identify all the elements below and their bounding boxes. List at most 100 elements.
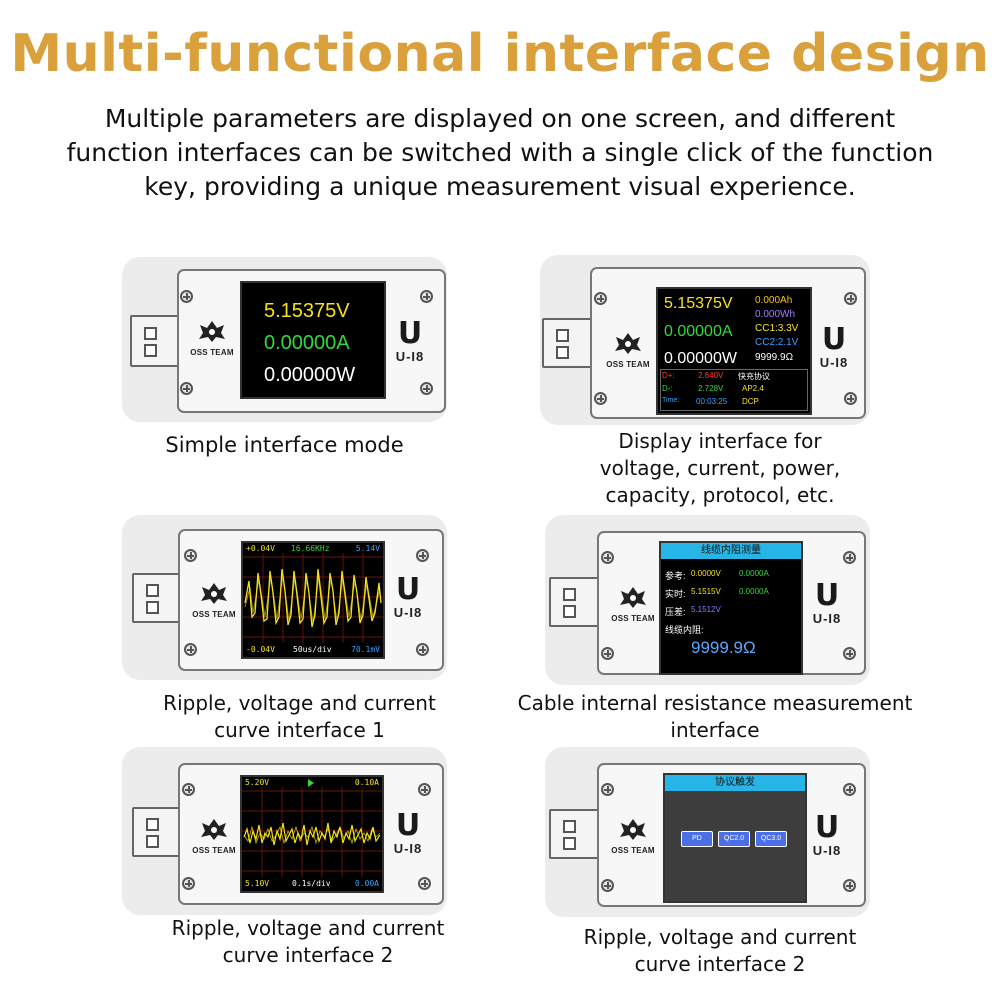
ripple-peak: 70.1mV [351,645,380,654]
screw-icon [184,643,197,656]
ripple-voltage: 5.14V [355,544,380,553]
protocol-2: DCP [742,397,759,406]
oss-team-logo: OSS TEAM [186,581,242,619]
oss-team-logo: OSS TEAM [605,817,661,855]
screw-icon [843,783,856,796]
device-simple: OSS TEAM 5.15375V 0.00000A 0.00000W U U-… [122,257,447,422]
voltage-reading: 5.15375V [664,295,733,312]
energy-reading: 0.000Wh [755,309,796,320]
logo-text: OSS TEAM [190,348,234,357]
usb-connector [130,315,184,367]
trace-top-right: 0.10A [354,778,379,787]
model-label: U-I8 [395,349,425,364]
real-voltage: 5.1515V [691,587,721,596]
page-title: Multi-functional interface design [10,24,990,84]
screw-icon [594,392,607,405]
usb-connector [549,577,603,627]
usb-connector [132,807,184,857]
dminus-value: 2.728V [698,384,724,393]
power-reading: 0.00000W [664,350,737,367]
caption-cable: Cable internal resistance measurement in… [517,691,913,742]
ripple-top-left: +0.04V [246,544,275,553]
power-reading: 0.00000W [264,364,356,386]
model-label: U-I8 [812,843,842,858]
brand-badge: U U-I8 [390,316,430,365]
screw-icon [182,877,195,890]
oss-team-logo-icon [620,819,646,840]
device-trigger: OSS TEAM 协议触发 PD QC2.0 QC3.0 U U-I8 [545,747,870,917]
logo-text: OSS TEAM [606,360,650,369]
logo-text: OSS TEAM [192,846,236,855]
real-label: 实时: [665,589,686,599]
dplus-value: 2.640V [698,371,724,380]
oss-team-logo: OSS TEAM [600,331,656,369]
page-subtitle: Multiple parameters are displayed on one… [66,104,934,201]
model-label: U-I8 [819,355,849,370]
device-ripple2: OSS TEAM 5.20V 0.10A 5.10V 0.1s/div 0.00… [122,747,447,915]
oss-team-logo-icon [615,333,641,354]
screw-icon [844,292,857,305]
qc3-button[interactable]: QC3.0 [755,831,787,847]
trace-bottom-right: 0.00A [354,879,379,888]
brand-badge: U U-I8 [807,578,847,627]
ripple-bottom-left: -0.04V [246,645,275,654]
cable-header: 线缆内阻测量 [661,543,801,559]
caption-simple: Simple interface mode [165,433,404,457]
qc2-button[interactable]: QC2.0 [718,831,750,847]
cable-res-label: 线缆内阻: [665,625,704,635]
screw-icon [843,551,856,564]
screw-icon [180,382,193,395]
u-logo-icon: U [395,572,421,607]
caption-trigger: Ripple, voltage and current curve interf… [583,925,857,976]
brand-badge: U U-I8 [388,572,428,621]
protocol-1: AP2.4 [742,384,764,393]
logo-text: OSS TEAM [611,614,655,623]
dminus-label: D-: [662,384,673,393]
screw-icon [844,392,857,405]
screw-icon [184,549,197,562]
caption-display: Display interface for voltage, current, … [599,429,841,507]
oss-team-logo: OSS TEAM [605,585,661,623]
diff-label: 压差: [665,607,686,617]
lcd-screen: 线缆内阻测量 参考: 0.0000V 0.0000A 实时: 5.1515V 0… [659,541,803,675]
screw-icon [416,643,429,656]
usb-connector [549,809,603,859]
usb-connector [542,318,596,368]
real-current: 0.0000A [739,587,769,596]
voltage-reading: 5.15375V [264,300,350,322]
brand-badge: U U-I8 [807,813,847,859]
ripple-waveform [242,779,382,877]
play-icon [308,779,314,787]
protocol-header: 快充协议 [738,372,770,381]
caption-ripple2: Ripple, voltage and current curve interf… [171,916,445,967]
screw-icon [420,290,433,303]
oss-team-logo-icon [201,583,227,604]
oss-team-logo: OSS TEAM [184,319,240,357]
capacity-reading: 0.000Ah [755,295,793,306]
ref-voltage: 0.0000V [691,569,721,578]
device-cable: OSS TEAM 线缆内阻测量 参考: 0.0000V 0.0000A 实时: … [545,515,870,685]
brand-badge: U U-I8 [814,325,854,371]
screw-icon [420,382,433,395]
oss-team-logo-icon [199,321,225,342]
oss-team-logo-icon [201,819,227,840]
lcd-screen: 协议触发 PD QC2.0 QC3.0 [663,773,807,903]
dplus-label: D+: [662,371,675,380]
device-display: OSS TEAM 5.15375V 0.00000A 0.00000W 0.00… [540,255,870,425]
brand-badge: U U-I8 [388,811,428,857]
u-logo-icon: U [397,316,423,351]
u-logo-icon: U [814,578,840,613]
screw-icon [418,783,431,796]
trace-timebase: 0.1s/div [292,879,331,888]
trigger-header: 协议触发 [665,775,805,791]
screw-icon [601,879,614,892]
screw-icon [182,783,195,796]
time-label: Time: [662,397,680,404]
ripple-frequency: 16.66KHz [291,544,330,553]
current-reading: 0.00000A [264,332,350,354]
pd-button[interactable]: PD [681,831,713,847]
screw-icon [594,292,607,305]
logo-text: OSS TEAM [611,846,655,855]
screw-icon [601,783,614,796]
lcd-screen: 5.20V 0.10A 5.10V 0.1s/div 0.00A [240,775,384,893]
